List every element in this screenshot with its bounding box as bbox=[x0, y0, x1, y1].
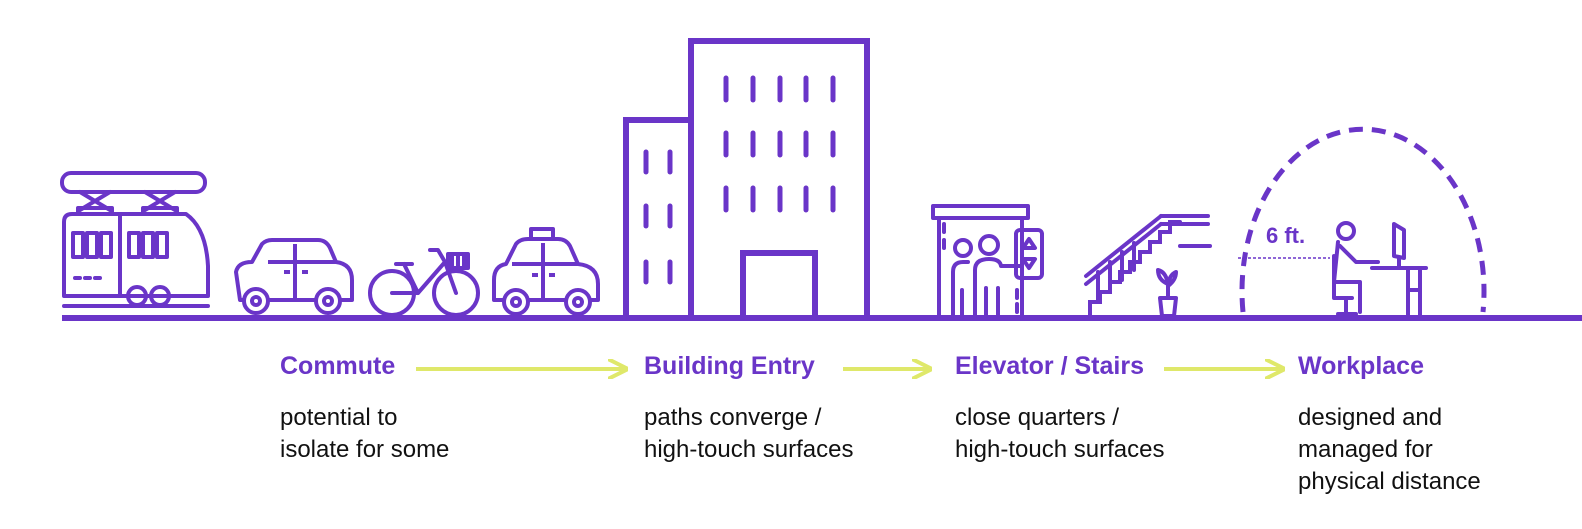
description-line: paths converge / bbox=[644, 404, 822, 431]
stage-description: potential to isolate for some bbox=[280, 402, 449, 466]
stage-title: Workplace bbox=[1298, 352, 1424, 380]
car-icon bbox=[234, 238, 354, 315]
plant-icon bbox=[1156, 268, 1178, 318]
stage-description: designed and managed for physical distan… bbox=[1298, 402, 1481, 498]
desk-worker-icon bbox=[1332, 221, 1428, 318]
stage-title: Elevator / Stairs bbox=[955, 352, 1144, 380]
elevator-icon bbox=[931, 204, 1044, 318]
stage-description: close quarters / high-touch surfaces bbox=[955, 402, 1164, 466]
description-line: managed for bbox=[1298, 436, 1433, 463]
stage-title: Building Entry bbox=[644, 352, 815, 380]
description-line: designed and bbox=[1298, 404, 1443, 431]
taxi-icon bbox=[492, 227, 600, 316]
building-windows bbox=[643, 75, 836, 285]
description-line: physical distance bbox=[1298, 468, 1481, 495]
description-line: potential to bbox=[280, 404, 398, 431]
tram-icon bbox=[60, 171, 210, 308]
distance-label: 6 ft. bbox=[1266, 223, 1305, 248]
distance-circle bbox=[1239, 126, 1487, 313]
description-line: close quarters / bbox=[955, 404, 1120, 431]
description-line: high-touch surfaces bbox=[955, 436, 1165, 463]
stairs-icon bbox=[1084, 214, 1212, 318]
office-building-icon bbox=[623, 38, 870, 321]
description-line: isolate for some bbox=[280, 436, 450, 463]
stage-description: paths converge / high-touch surfaces bbox=[644, 402, 853, 466]
bicycle-icon bbox=[368, 248, 480, 317]
stage-title: Commute bbox=[280, 352, 396, 380]
description-line: high-touch surfaces bbox=[644, 436, 854, 463]
